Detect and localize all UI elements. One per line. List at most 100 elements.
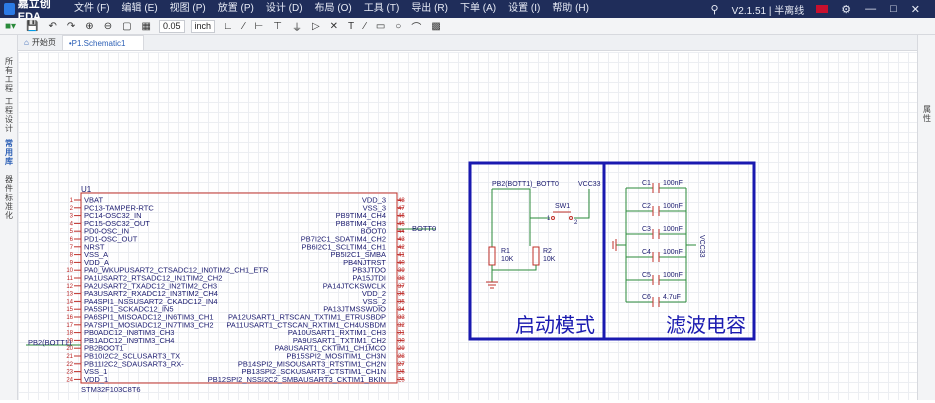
r2-body[interactable] [532, 246, 540, 266]
noconnect-icon[interactable]: ✕ [329, 20, 339, 32]
left-tab-all-projects[interactable]: 所有工程 [5, 57, 13, 93]
u1-pin-number: 41 [398, 253, 405, 259]
search-icon[interactable]: ⚲ [710, 3, 719, 16]
u1-pin-name: PB8TIM4_CH3 [336, 219, 386, 228]
new-icon[interactable]: ■▾ [5, 20, 17, 32]
u1-pin-name: PB5I2C1_SMBA [331, 250, 386, 259]
u1-pin-name: PB4NJTRST [343, 258, 386, 267]
close-icon[interactable]: ✕ [910, 3, 920, 16]
u1-pin-name: PB13SPI2_SCKUSART3_CTSTIM1_CH1N [242, 367, 387, 376]
wire-icon[interactable]: ∟ [223, 20, 233, 32]
power-icon[interactable]: ⊤ [273, 20, 282, 32]
u1-pin-number: 28 [398, 354, 405, 360]
menu-view[interactable]: 视图 (P) [169, 3, 206, 14]
ground-icon[interactable]: ⏚ [291, 22, 302, 34]
filter-cap-box[interactable] [602, 161, 756, 341]
left-tab-project-design[interactable]: 工程设计 [5, 97, 13, 133]
sw1-contact-1 [551, 216, 555, 220]
minimize-icon[interactable]: — [865, 3, 877, 15]
boot-mode-box[interactable] [468, 161, 606, 341]
u1-pin-name: PA9USART1_TXTIM1_CH2 [293, 336, 386, 345]
redo-icon[interactable]: ↷ [66, 20, 76, 32]
cap-ref: C4 [642, 249, 651, 256]
grid-icon[interactable]: ▦ [141, 20, 151, 32]
right-tab-properties[interactable]: 属性 [923, 105, 931, 123]
u1-pin-number: 35 [398, 299, 405, 305]
filter-vcc-label: VCC33 [698, 235, 705, 258]
menu-help[interactable]: 帮助 (H) [552, 3, 589, 14]
left-tab-common-library[interactable]: 常用库 [5, 139, 13, 166]
menu-order[interactable]: 下单 (A) [459, 3, 497, 14]
sw1-contact-2 [569, 216, 573, 220]
menu-design[interactable]: 设计 (D) [265, 3, 303, 14]
left-tab-standardization[interactable]: 器件标准化 [5, 175, 13, 220]
sw1-ref: SW1 [555, 203, 570, 210]
maximize-icon[interactable]: □ [890, 3, 897, 15]
port-icon[interactable]: ▷ [311, 20, 320, 32]
sw1-pin1: 1 [547, 216, 551, 222]
pb2-netlabel[interactable]: PB2(BOTT1) [28, 338, 72, 347]
undo-icon[interactable]: ↶ [48, 20, 57, 32]
u1-pin-name: PB9TIM4_CH4 [336, 211, 386, 220]
boot-mode-title: 启动模式 [515, 314, 595, 337]
u1-pin-name: PA1USART2_RTSADC12_IN1TIM2_CH2 [84, 274, 222, 283]
u1-pin-number: 36 [398, 292, 405, 298]
rect-icon[interactable]: ▭ [375, 20, 386, 32]
zoom-in-icon[interactable]: ⊕ [85, 20, 94, 32]
u1-pin-name: PB6I2C1_SCLTIM4_CH1 [302, 242, 386, 251]
menu-tools[interactable]: 工具 (T) [363, 3, 400, 14]
u1-pin-number: 46 [398, 214, 405, 220]
u1-pin-number: 1 [70, 198, 74, 204]
boot-wire-mid [492, 188, 531, 246]
menu-export[interactable]: 导出 (R) [411, 3, 448, 14]
u1-pin-number: 5 [70, 229, 74, 235]
cap-value: 100nF [663, 226, 683, 233]
netlabel-icon[interactable]: ⊢ [254, 20, 264, 32]
unit-select[interactable]: inch [190, 19, 216, 33]
bus-icon[interactable]: ∕ [242, 20, 245, 32]
u1-pin-name: PA10USART1_RXTIM1_CH3 [288, 328, 386, 337]
u1-pin-name: VDD_3 [362, 196, 386, 205]
boot0-netlabel[interactable]: BOTT0 [412, 224, 436, 233]
menu-edit[interactable]: 编辑 (E) [121, 3, 158, 14]
document-tabs: ⌂开始页 •P1.Schematic1 [18, 35, 917, 51]
u1-pin-number: 3 [70, 214, 74, 220]
arc-icon[interactable]: ⌒ [411, 22, 422, 34]
settings-icon[interactable]: ⚙ [841, 3, 852, 16]
u1-pin-name: PA7SPI1_MOSIADC12_IN7TIM3_CH2 [84, 320, 214, 329]
r1-body[interactable] [488, 246, 496, 266]
u1-pin-name: PC13-TAMPER-RTC [84, 203, 154, 212]
save-icon[interactable]: 💾 [26, 20, 39, 32]
u1-pin-name: PC15-OSC32_OUT [84, 219, 150, 228]
menu-place[interactable]: 放置 (P) [217, 3, 254, 14]
r2-ref: R2 [543, 248, 552, 255]
u1-body[interactable] [80, 192, 398, 384]
u1-pin-number: 34 [398, 307, 405, 313]
image-icon[interactable]: ▩ [431, 20, 441, 32]
tab-start-page[interactable]: ⌂开始页 [18, 35, 62, 50]
language-flag-icon[interactable] [816, 5, 829, 13]
u1-pin-number: 44 [398, 229, 405, 235]
menu-layout[interactable]: 布局 (O) [314, 3, 352, 14]
tab-schematic[interactable]: •P1.Schematic1 [61, 35, 144, 50]
boot-wire-vcc [574, 189, 590, 219]
u1-pin-number: 38 [398, 276, 405, 282]
menu-file[interactable]: 文件 (F) [74, 3, 110, 14]
zoom-fit-icon[interactable]: ▢ [122, 20, 132, 32]
u1-pin-name: VSS_1 [84, 367, 107, 376]
circle-icon[interactable]: ○ [395, 20, 402, 32]
u1-pin-number: 42 [398, 245, 405, 251]
line-icon[interactable]: ∕ [364, 20, 366, 32]
grid-size-select[interactable]: 0.05 [158, 19, 185, 33]
u1-pin-number: 8 [70, 253, 74, 259]
menu-settings[interactable]: 设置 (I) [508, 3, 541, 14]
u1-pin-number: 4 [70, 221, 74, 227]
zoom-out-icon[interactable]: ⊖ [103, 20, 113, 32]
u1-pin-number: 40 [398, 260, 405, 266]
text-icon[interactable]: T [348, 20, 355, 32]
u1-pin-number: 31 [398, 331, 405, 337]
u1-pin-number: 7 [70, 245, 74, 251]
